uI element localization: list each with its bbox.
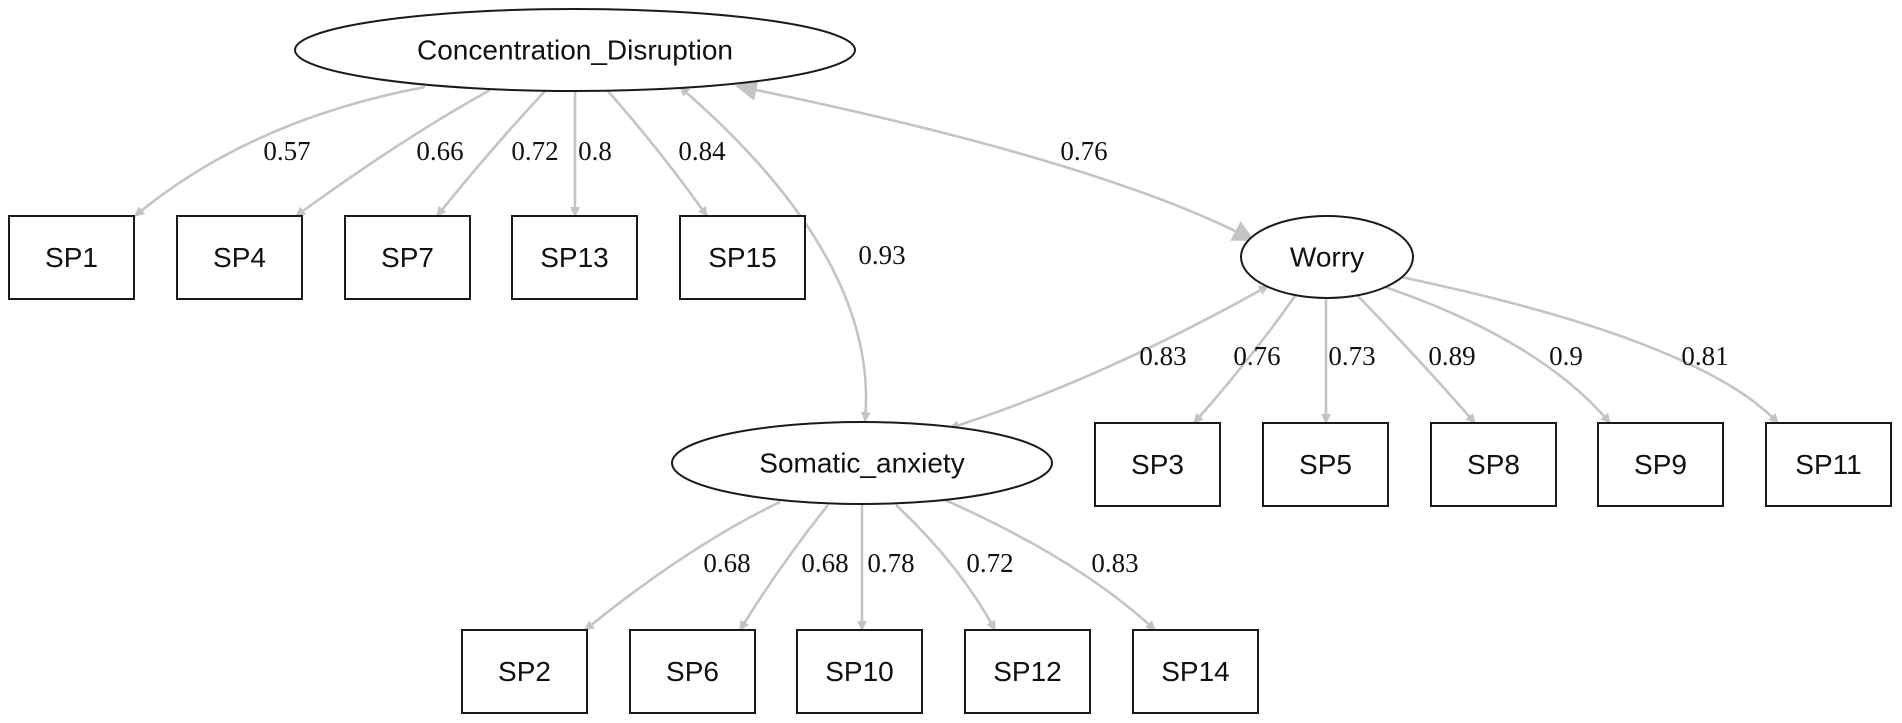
indicator-box-sp8 <box>1430 422 1557 507</box>
indicator-box-sp14 <box>1132 629 1259 714</box>
covariance-value-cd-sa: 0.93 <box>858 240 905 270</box>
indicator-box-sp9 <box>1597 422 1724 507</box>
indicator-node-sp11: SP11 <box>1765 422 1892 507</box>
nodes-layer: Concentration_DisruptionWorrySomatic_anx… <box>8 8 1892 714</box>
indicator-label-sp3: SP3 <box>1131 449 1184 480</box>
latent-label-concentration-disruption: Concentration_Disruption <box>417 35 733 66</box>
loading-value-sp15: 0.84 <box>678 136 726 166</box>
loading-value-sp11: 0.81 <box>1681 341 1728 371</box>
latent-ellipse-worry <box>1240 215 1414 299</box>
loading-arrow-cd-sp1 <box>134 85 426 217</box>
loading-value-sp5: 0.73 <box>1328 341 1375 371</box>
indicator-box-sp6 <box>629 629 756 714</box>
latent-ellipse-somatic-anxiety <box>671 421 1053 505</box>
covariance-arrow-cd-sa <box>679 86 871 422</box>
indicator-label-sp12: SP12 <box>993 656 1062 687</box>
indicator-box-sp1 <box>8 215 135 300</box>
indicator-box-sp12 <box>964 629 1091 714</box>
indicator-box-sp13 <box>511 215 638 300</box>
indicator-label-sp5: SP5 <box>1299 449 1352 480</box>
covariance-arrow-cd-w <box>734 79 1255 242</box>
latent-ellipse-concentration-disruption <box>294 8 856 92</box>
indicator-node-sp9: SP9 <box>1597 422 1724 507</box>
indicator-node-sp2: SP2 <box>461 629 588 714</box>
indicator-label-sp1: SP1 <box>45 242 98 273</box>
covariance-arrow-w-sa <box>949 284 1269 431</box>
loading-arrow-w-sp11 <box>1400 275 1779 424</box>
indicator-label-sp10: SP10 <box>825 656 894 687</box>
loading-arrow-sa-sp14 <box>944 498 1156 631</box>
indicator-box-sp3 <box>1094 422 1221 507</box>
indicator-node-sp14: SP14 <box>1132 629 1259 714</box>
loading-value-sp13: 0.8 <box>578 136 612 166</box>
loading-value-sp14: 0.83 <box>1091 548 1138 578</box>
indicator-box-sp7 <box>344 215 471 300</box>
latent-node-worry: Worry <box>1240 215 1414 299</box>
indicator-node-sp6: SP6 <box>629 629 756 714</box>
loading-arrow-sa-sp12 <box>895 504 997 631</box>
loading-value-sp10: 0.78 <box>867 548 914 578</box>
loading-arrow-sa-sp2 <box>584 500 781 632</box>
loading-value-sp6: 0.68 <box>801 548 848 578</box>
indicator-node-sp3: SP3 <box>1094 422 1221 507</box>
indicator-node-sp13: SP13 <box>511 215 638 300</box>
indicator-label-sp8: SP8 <box>1467 449 1520 480</box>
indicator-node-sp8: SP8 <box>1430 422 1557 507</box>
loading-arrow-sa-sp6 <box>738 504 830 631</box>
indicator-label-sp7: SP7 <box>381 242 434 273</box>
indicator-node-sp4: SP4 <box>176 215 303 300</box>
indicator-label-sp9: SP9 <box>1634 449 1687 480</box>
indicator-label-sp15: SP15 <box>708 242 777 273</box>
loading-value-sp1: 0.57 <box>263 136 310 166</box>
indicator-node-sp12: SP12 <box>964 629 1091 714</box>
indicator-label-sp13: SP13 <box>540 242 609 273</box>
edges-layer <box>134 79 1779 632</box>
indicator-node-sp7: SP7 <box>344 215 471 300</box>
indicator-node-sp1: SP1 <box>8 215 135 300</box>
indicator-box-sp15 <box>679 215 806 300</box>
edge-labels-layer: 0.57 0.66 0.72 0.8 0.84 0.76 0.73 0.89 0.9 0.81 0.… <box>263 136 1728 578</box>
loading-value-sp4: 0.66 <box>416 136 463 166</box>
loading-value-sp3: 0.76 <box>1233 341 1280 371</box>
indicator-label-sp6: SP6 <box>666 656 719 687</box>
indicator-box-sp5 <box>1262 422 1389 507</box>
indicator-label-sp14: SP14 <box>1161 656 1230 687</box>
loading-value-sp2: 0.68 <box>703 548 750 578</box>
loading-arrow-w-sp9 <box>1384 285 1611 424</box>
latent-node-somatic-anxiety: Somatic_anxiety <box>671 421 1053 505</box>
indicator-label-sp11: SP11 <box>1795 449 1861 480</box>
indicator-label-sp4: SP4 <box>213 242 266 273</box>
indicator-box-sp10 <box>796 629 923 714</box>
latent-node-concentration-disruption: Concentration_Disruption <box>294 8 856 92</box>
loading-arrow-cd-sp7 <box>435 90 546 217</box>
loading-arrow-cd-sp4 <box>295 88 491 218</box>
latent-label-somatic-anxiety: Somatic_anxiety <box>759 448 964 479</box>
latent-label-worry: Worry <box>1290 242 1364 273</box>
indicator-node-sp5: SP5 <box>1262 422 1389 507</box>
indicator-node-sp15: SP15 <box>679 215 806 300</box>
covariance-value-cd-w: 0.76 <box>1060 136 1107 166</box>
indicator-label-sp2: SP2 <box>498 656 551 687</box>
loading-value-sp8: 0.89 <box>1428 341 1475 371</box>
indicator-box-sp2 <box>461 629 588 714</box>
indicator-box-sp11 <box>1765 422 1892 507</box>
loading-value-sp12: 0.72 <box>966 548 1013 578</box>
indicator-node-sp10: SP10 <box>796 629 923 714</box>
loading-arrow-w-sp8 <box>1355 293 1476 424</box>
loading-value-sp7: 0.72 <box>511 136 558 166</box>
indicator-box-sp4 <box>176 215 303 300</box>
covariance-value-w-sa: 0.83 <box>1139 341 1186 371</box>
loading-value-sp9: 0.9 <box>1549 341 1583 371</box>
